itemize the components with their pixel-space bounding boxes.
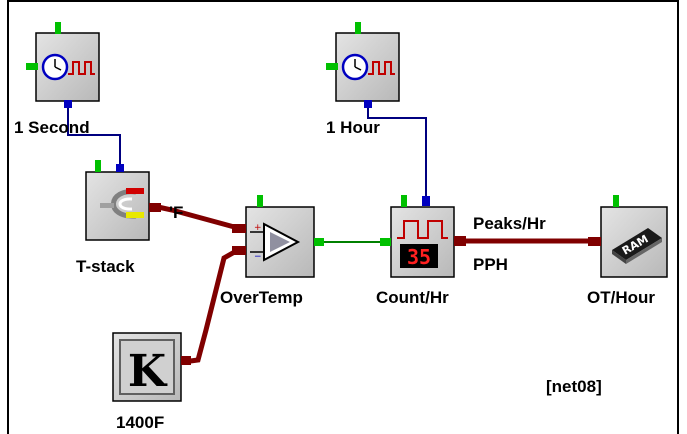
- comparator-icon: + −: [250, 222, 301, 262]
- pph-wire-label: PPH: [473, 255, 508, 274]
- clock-1-hour-label: 1 Hour: [326, 118, 380, 137]
- unit-wire-label: 'F: [169, 203, 183, 222]
- wires: [67, 107, 594, 365]
- t-stack-label: T-stack: [76, 257, 135, 276]
- ram-block-ot-hour[interactable]: RAM: [588, 195, 668, 278]
- svg-text:+: +: [254, 223, 262, 233]
- constant-1400f-label: 1400F: [116, 413, 164, 432]
- counter-display: 35: [407, 245, 431, 269]
- clock-wire-1h-counthr[interactable]: [367, 107, 427, 198]
- overtemp-label: OverTemp: [220, 288, 303, 307]
- thermocouple-block-t-stack[interactable]: [85, 160, 161, 241]
- svg-text:−: −: [254, 252, 262, 262]
- network-label: [net08]: [546, 377, 602, 396]
- clock-pulse-icon: [341, 53, 395, 81]
- counter-block-count-hr[interactable]: 35: [380, 195, 466, 278]
- count-hr-label: Count/Hr: [376, 288, 449, 307]
- peaks-wire-label: Peaks/Hr: [473, 214, 546, 233]
- thermocouple-icon: [100, 188, 144, 219]
- clock-block-1-hour[interactable]: [326, 22, 400, 108]
- constant-glyph: K: [128, 346, 168, 397]
- comparator-block-overtemp[interactable]: + −: [232, 195, 324, 278]
- clock-pulse-icon: [41, 53, 95, 81]
- counter-icon: 35: [397, 220, 448, 269]
- ot-hour-label: OT/Hour: [587, 288, 655, 307]
- constant-block-1400f[interactable]: K: [112, 332, 191, 402]
- analog-wire-tstack-overtemp[interactable]: [157, 204, 239, 231]
- analog-wire-const-overtemp[interactable]: [182, 247, 240, 365]
- constant-k-icon: K: [119, 339, 175, 397]
- clock-block-1-second[interactable]: [26, 22, 100, 108]
- clock-wire-1s-tstack[interactable]: [67, 107, 121, 170]
- clock-1-second-label: 1 Second: [14, 118, 90, 137]
